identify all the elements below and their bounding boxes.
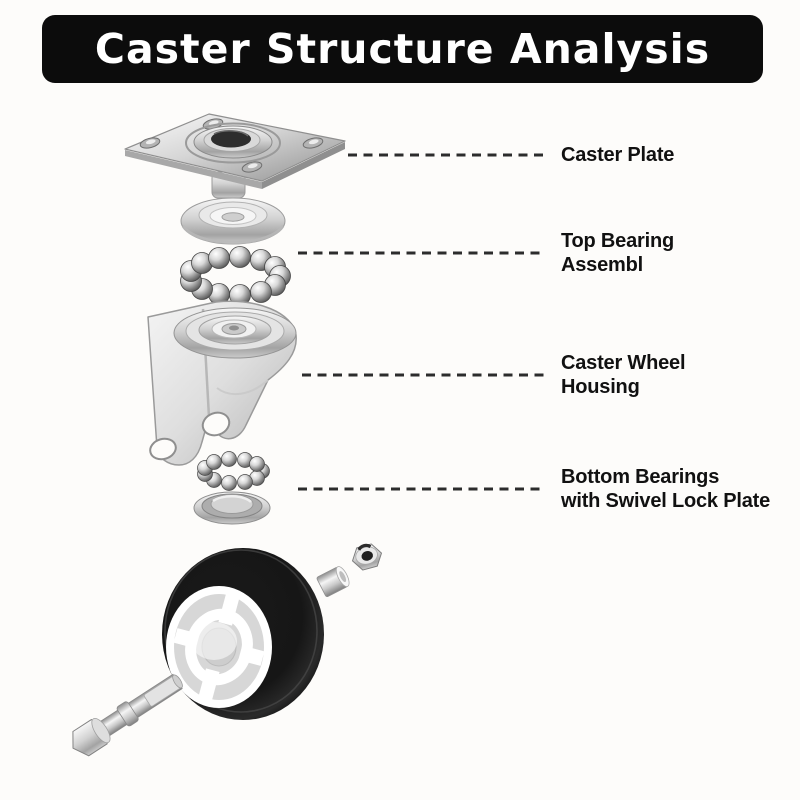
plate-center-boss bbox=[185, 122, 281, 164]
bottom-ball-bearing-ring-illustration bbox=[197, 451, 270, 491]
lock-nut-illustration bbox=[352, 543, 382, 571]
housing-bearing-seat bbox=[173, 307, 297, 359]
housing-bracket-hole bbox=[149, 437, 177, 461]
label-top-bearing-assembly: Top Bearing Assembl bbox=[561, 230, 674, 276]
axle-bushing-illustration bbox=[316, 566, 350, 597]
plate-corner-holes bbox=[139, 118, 324, 173]
housing-leg-hole bbox=[201, 411, 231, 437]
leader-lines bbox=[298, 153, 546, 491]
caster-plate-illustration bbox=[124, 113, 346, 199]
page-title: Caster Structure Analysis bbox=[94, 25, 711, 73]
top-ball-bearing-ring-illustration bbox=[180, 246, 291, 306]
caster-wheel-housing-illustration bbox=[147, 300, 297, 466]
label-caster-plate: Caster Plate bbox=[561, 144, 675, 166]
top-bearing-washer-illustration bbox=[180, 197, 286, 245]
label-caster-wheel-housing: Caster Wheel Housing bbox=[561, 352, 686, 398]
wheel-illustration bbox=[162, 548, 324, 720]
axle-bolt-illustration bbox=[72, 673, 183, 757]
title-banner: Caster Structure Analysis bbox=[42, 15, 763, 83]
swivel-lock-plate-illustration bbox=[193, 491, 271, 525]
label-bottom-bearings: Bottom Bearings with Swivel Lock Plate bbox=[561, 466, 770, 512]
